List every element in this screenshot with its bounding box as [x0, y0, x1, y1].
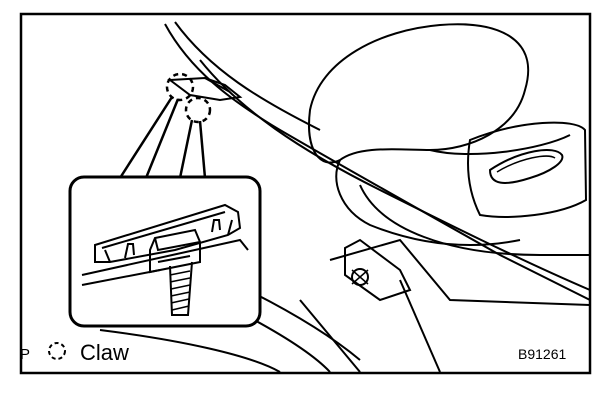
- claw-location-circle-2: [184, 96, 212, 124]
- seat-side-cover: [467, 121, 588, 218]
- seat-cushion: [308, 23, 590, 256]
- legend-label: Claw: [80, 340, 129, 365]
- figure-frame: [19, 12, 592, 375]
- dashed-circle-icon: [48, 342, 66, 360]
- callout-leader-lines: [118, 96, 207, 179]
- figure-id: B91261: [518, 346, 567, 362]
- legend-marker-letter: P: [20, 346, 31, 363]
- cover-piece: [167, 76, 243, 102]
- floor-bracket: [344, 238, 412, 302]
- detail-clip-drawing: [81, 203, 249, 316]
- claw-location-circle-1: [165, 72, 195, 102]
- legend-marker: P: [20, 346, 30, 363]
